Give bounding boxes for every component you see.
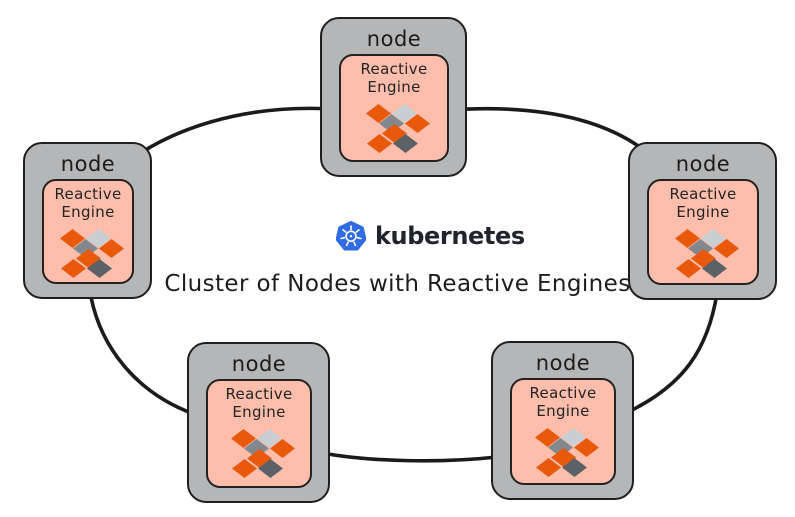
diamond-icon: [87, 259, 112, 278]
diamond-icon: [231, 429, 256, 448]
reactive-engine-label-line1: Reactive: [669, 185, 737, 203]
diamond-icon: [232, 459, 257, 478]
node-label: node: [535, 351, 591, 375]
connector-bottomright-bottomleft: [320, 451, 499, 463]
node-label: node: [675, 152, 731, 176]
node-card-right: node Reactive Engine: [628, 142, 777, 300]
reactive-engine-label-line2: Engine: [536, 402, 590, 420]
node-label: node: [366, 27, 422, 51]
reactive-engine-label-line2: Engine: [367, 78, 421, 96]
diamond-icon: [257, 429, 282, 448]
node-label: node: [231, 352, 287, 376]
diamond-icon: [60, 229, 85, 248]
diamond-icon: [86, 229, 111, 248]
connector-bottomleft-left: [89, 295, 196, 416]
diamond-icon: [393, 134, 418, 153]
diamond-icon: [701, 229, 726, 248]
diamond-icon: [270, 439, 295, 458]
reactive-engine-label-line2: Engine: [232, 403, 286, 421]
reactive-engine-box: Reactive Engine: [647, 179, 759, 285]
reactive-engine-box: Reactive Engine: [510, 378, 616, 485]
node-card-left: node Reactive Engine: [23, 142, 152, 299]
reactive-engine-box: Reactive Engine: [339, 54, 449, 162]
node-card-bottom-left: node Reactive Engine: [187, 342, 330, 503]
diamond-icon: [61, 259, 86, 278]
reactive-engine-box: Reactive Engine: [42, 179, 134, 284]
reactive-engine-label-line1: Reactive: [529, 384, 597, 402]
diamond-icon: [676, 259, 701, 278]
diamond-icon: [536, 458, 561, 477]
reactive-engine-label-line1: Reactive: [54, 185, 122, 203]
diamond-icon: [561, 428, 586, 447]
reactive-engine-diamonds-logo: [667, 229, 739, 279]
reactive-engine-label-line2: Engine: [676, 203, 730, 221]
kubernetes-helm-wheel-icon: [336, 221, 366, 251]
reactive-engine-diamonds-logo: [52, 229, 124, 279]
reactive-engine-diamonds-logo: [358, 104, 430, 154]
diamond-icon: [367, 134, 392, 153]
diamond-icon: [392, 104, 417, 123]
reactive-engine-box: Reactive Engine: [206, 379, 312, 488]
kubernetes-logo: kubernetes: [336, 220, 525, 252]
connector-right-bottomright: [624, 291, 719, 415]
diamond-icon: [675, 229, 700, 248]
diamond-icon: [562, 458, 587, 477]
reactive-engine-label-line1: Reactive: [360, 60, 428, 78]
reactive-engine-label-line2: Engine: [61, 203, 115, 221]
diamond-icon: [574, 438, 599, 457]
diamond-icon: [366, 104, 391, 123]
diamond-icon: [702, 259, 727, 278]
node-label: node: [60, 152, 116, 176]
reactive-engine-diamonds-logo: [223, 429, 295, 479]
diamond-icon: [258, 459, 283, 478]
reactive-engine-label-line1: Reactive: [225, 385, 293, 403]
node-card-top: node Reactive Engine: [320, 17, 467, 177]
diamond-icon: [99, 239, 124, 258]
node-card-bottom-right: node Reactive Engine: [491, 341, 634, 500]
diamond-icon: [405, 114, 430, 133]
diamond-icon: [714, 239, 739, 258]
diamond-icon: [535, 428, 560, 447]
diagram-caption: Cluster of Nodes with Reactive Engines: [164, 271, 631, 297]
kubernetes-wordmark: kubernetes: [375, 222, 525, 250]
reactive-engine-diamonds-logo: [527, 428, 599, 478]
